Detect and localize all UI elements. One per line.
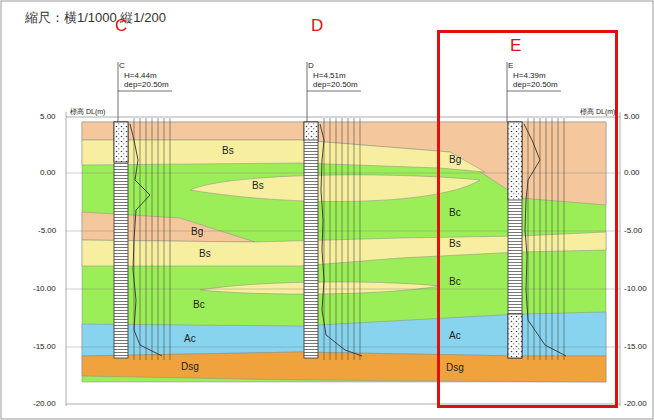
axis-title: 標高 DL(m) [580,108,615,115]
borehole-name: D [308,62,314,70]
n-value-grid [336,118,337,360]
n-value-grid [540,118,541,360]
boring-depth: dep=20.50m [313,81,358,89]
axis-value: 0.00 [624,169,640,177]
boring-depth: dep=20.50m [124,81,169,89]
borehole-name: C [119,62,125,70]
stratum-label: Bc [193,300,205,310]
axis-value: -10.00 [624,285,647,293]
axis-value: -5.00 [38,227,56,235]
borehole-name: E [508,62,513,70]
stratum-label: Dsg [181,362,199,372]
scale-title: 縮尺：横1/1000 縦1/200 [25,11,166,24]
axis-value: -5.00 [624,227,642,235]
n-value-grid [146,118,147,360]
n-value-grid [552,118,553,360]
n-value-grid [558,118,559,360]
borehole-letter: E [510,37,521,54]
borehole-letter: D [311,17,323,34]
n-value-grid [528,118,529,360]
n-value-grid [330,118,331,360]
n-value-grid [152,118,153,360]
n-value-grid [534,118,535,360]
stratum-label: Ac [449,331,461,341]
n-value-grid [342,118,343,360]
stratum-label: Bg [449,155,461,165]
stratum-label: Ac [184,334,196,344]
axis-value: 5.00 [40,113,56,121]
n-value-grid [546,118,547,360]
stratum-label: Bc [449,277,461,287]
axis-value: 0.00 [40,169,56,177]
axis-value: -15.00 [624,343,647,351]
ground-height: H=4.44m [124,72,157,80]
n-value-grid [158,118,159,360]
stratum-label: Bs [252,181,264,191]
axis-value: -10.00 [33,285,56,293]
n-value-grid [354,118,355,360]
stratum-label: Bs [222,146,234,156]
axis-value: -20.00 [33,400,56,408]
n-value-grid [564,118,565,360]
axis-value: -20.00 [624,400,647,408]
axis-title: 標高 DL(m) [70,108,105,115]
stratum-label: Bg [191,227,203,237]
ground-height: H=4.39m [513,72,546,80]
n-value-grid [164,118,165,360]
stratum-label: Bs [199,249,211,259]
boring-depth: dep=20.50m [513,81,558,89]
stratum-label: Dsg [446,363,464,373]
n-value-grid [170,118,171,360]
stratum-label: Bc [449,208,461,218]
n-value-grid [140,118,141,360]
stratum-label: Bs [449,239,461,249]
borehole-letter: C [115,17,127,34]
axis-value: 5.00 [624,113,640,121]
axis-value: -15.00 [33,343,56,351]
n-value-grid [360,118,361,360]
n-value-grid [348,118,349,360]
ground-height: H=4.51m [313,72,346,80]
